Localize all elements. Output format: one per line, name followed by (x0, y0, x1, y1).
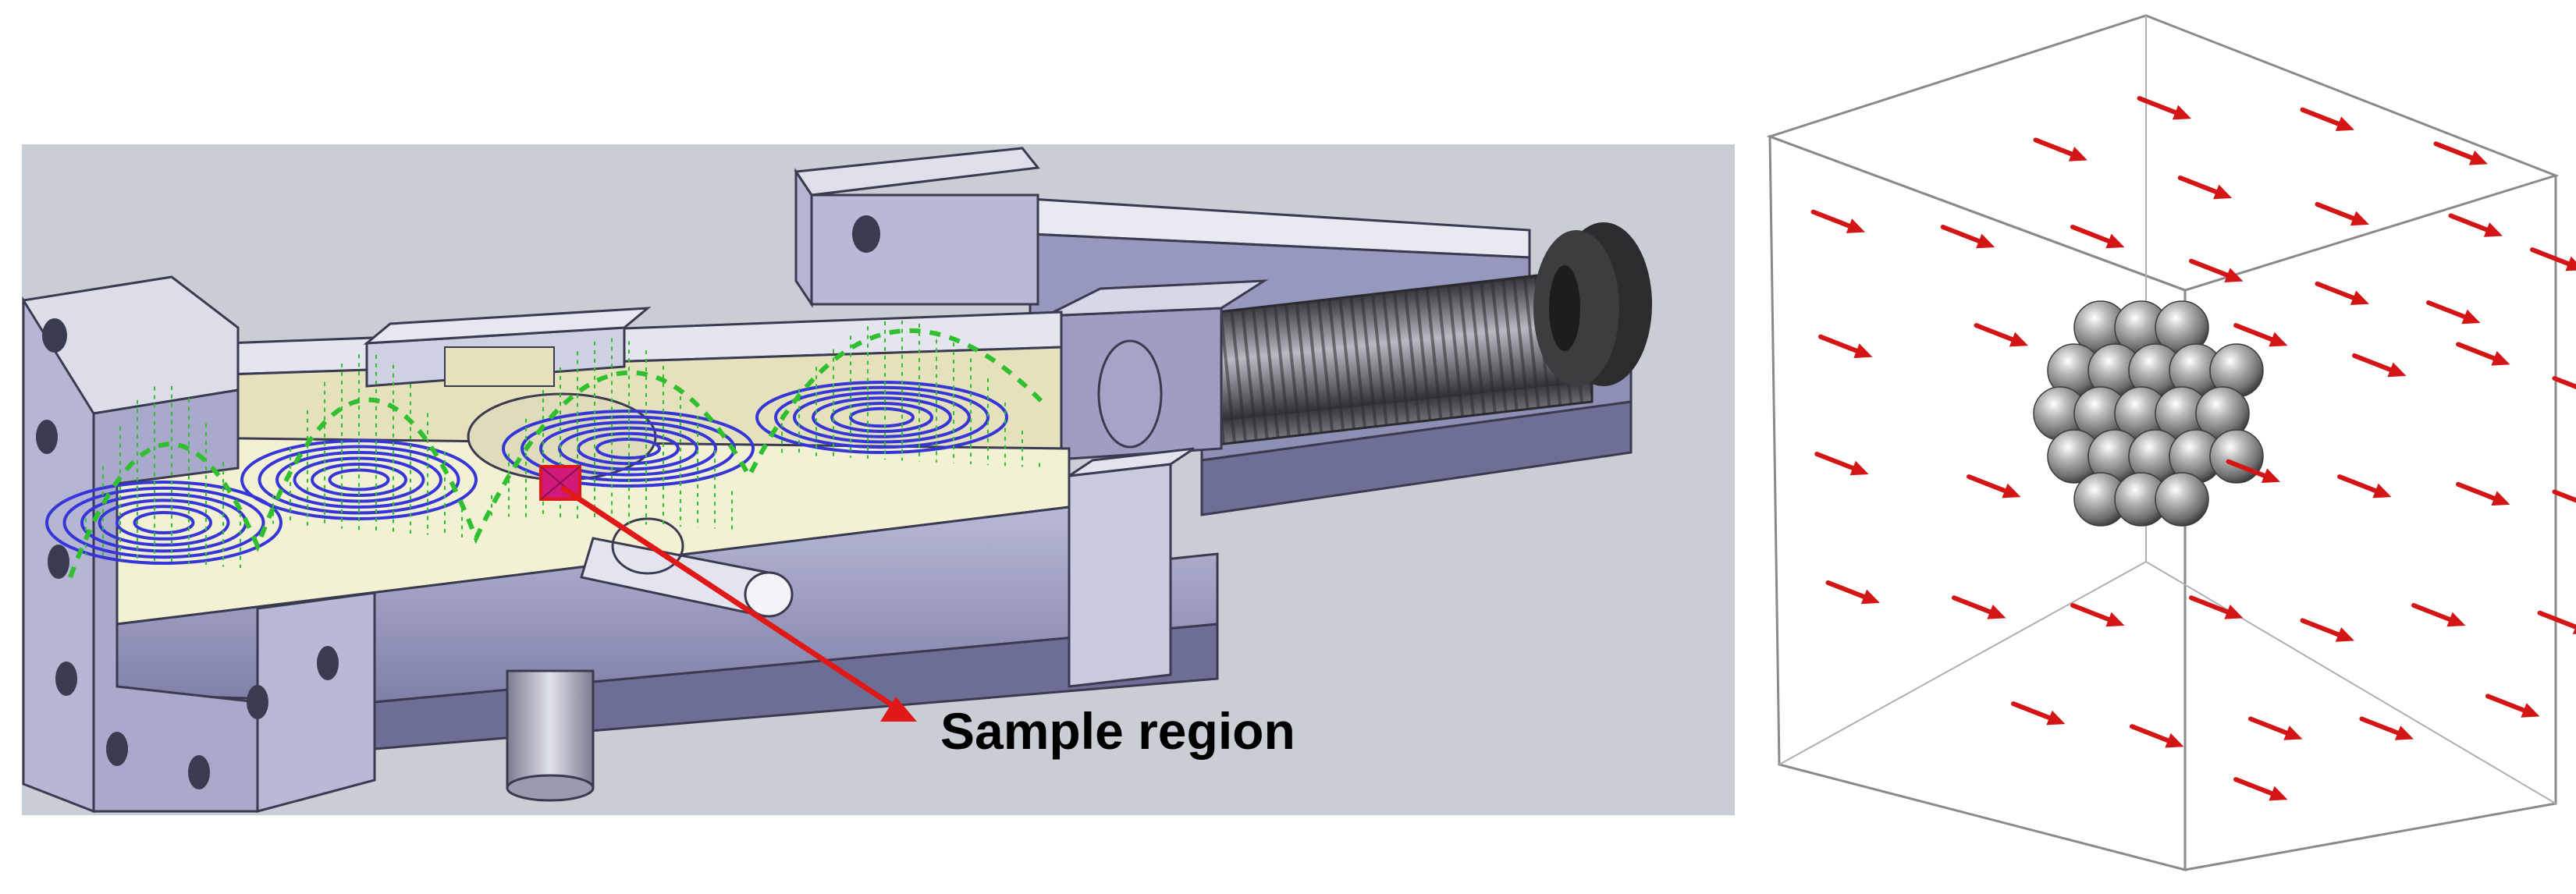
field-arrow-icon (2433, 141, 2488, 165)
field-arrow-icon (2233, 777, 2288, 801)
field-ticks (85, 320, 1040, 569)
field-arrow-icon (2177, 175, 2233, 200)
field-arrow-icon (2337, 474, 2392, 498)
field-arrow-icon (1814, 452, 1869, 476)
field-loop (755, 381, 1008, 454)
sphere (2209, 429, 2264, 484)
field-arrow-icon (1952, 595, 2006, 619)
field-arrow-icon (1974, 323, 2028, 347)
field-arrow-icon (2137, 96, 2191, 120)
field-arrow-icon (2411, 603, 2466, 627)
field-arrow-icon (1818, 334, 1873, 358)
field-arrow-icon (2300, 107, 2354, 131)
field-arrow-icon (2530, 247, 2576, 271)
field-arrow-icon (2315, 281, 2369, 306)
sphere-cluster-icon (2033, 300, 2264, 527)
field-arrow-icon (2448, 213, 2503, 237)
field-arrow-icon (2352, 353, 2407, 378)
sample-region-label: Sample region (940, 702, 1295, 760)
field-loop (133, 511, 195, 534)
field-arrow-icon (2300, 618, 2354, 642)
box-edges (1766, 14, 2560, 871)
field-arrow-icon (2130, 724, 2184, 748)
field-loop (98, 498, 230, 547)
field-arrow-icon (2456, 342, 2510, 366)
field-arrows-front (1814, 96, 2576, 748)
simulation-panel (1748, 0, 2576, 894)
field-arrow-icon (2485, 694, 2540, 718)
tuning-screw-icon (1216, 222, 1652, 446)
field-loop (45, 481, 282, 565)
field-loop (115, 505, 212, 541)
sphere (2155, 472, 2209, 527)
field-arrow-icon (2189, 595, 2244, 619)
field-arrow-icon (2315, 201, 2369, 226)
field-arrow-icon (2226, 459, 2280, 484)
waveguide-cavity-icon: Sample region (22, 144, 1735, 815)
field-arrow-icon (2189, 258, 2244, 282)
field-arrow-icon (2011, 701, 2066, 725)
field-arrow-icon (2552, 376, 2576, 389)
field-arrow-icon (1810, 209, 1865, 233)
field-arrow-icon (1940, 225, 1995, 249)
field-envelope (68, 328, 1048, 579)
field-loop (539, 420, 717, 477)
simulation-box-icon (1766, 14, 2576, 871)
field-loop (812, 396, 952, 438)
field-arrow-icon (2537, 610, 2576, 635)
field-arrow-icon (1967, 474, 2021, 498)
field-arrow-icon (2359, 716, 2414, 740)
field-loop (258, 445, 460, 515)
field-arrow-icon (2070, 603, 2125, 627)
cavity-diagram-panel: Sample region (22, 144, 1735, 815)
field-arrow-icon (2552, 489, 2576, 503)
field-loop (793, 391, 971, 444)
support-post (506, 669, 595, 789)
field-loop (830, 402, 933, 433)
left-flange (22, 275, 376, 814)
field-arrow-icon (2456, 481, 2510, 506)
field-arrows-back (1810, 107, 2576, 801)
field-arrow-icon (1825, 580, 1880, 605)
field-arrow-icon (2426, 300, 2481, 325)
field-loop (328, 468, 390, 491)
callout-arrow (560, 485, 917, 722)
field-loop (849, 406, 915, 428)
field-loop (774, 385, 990, 449)
field-arrow-icon (2233, 323, 2288, 347)
sample-cube-icon (539, 465, 581, 501)
field-arrow-icon (2248, 716, 2303, 740)
field-loop (62, 486, 265, 559)
field-arrow-icon (2033, 137, 2087, 161)
field-arrow-icon (2070, 225, 2125, 249)
